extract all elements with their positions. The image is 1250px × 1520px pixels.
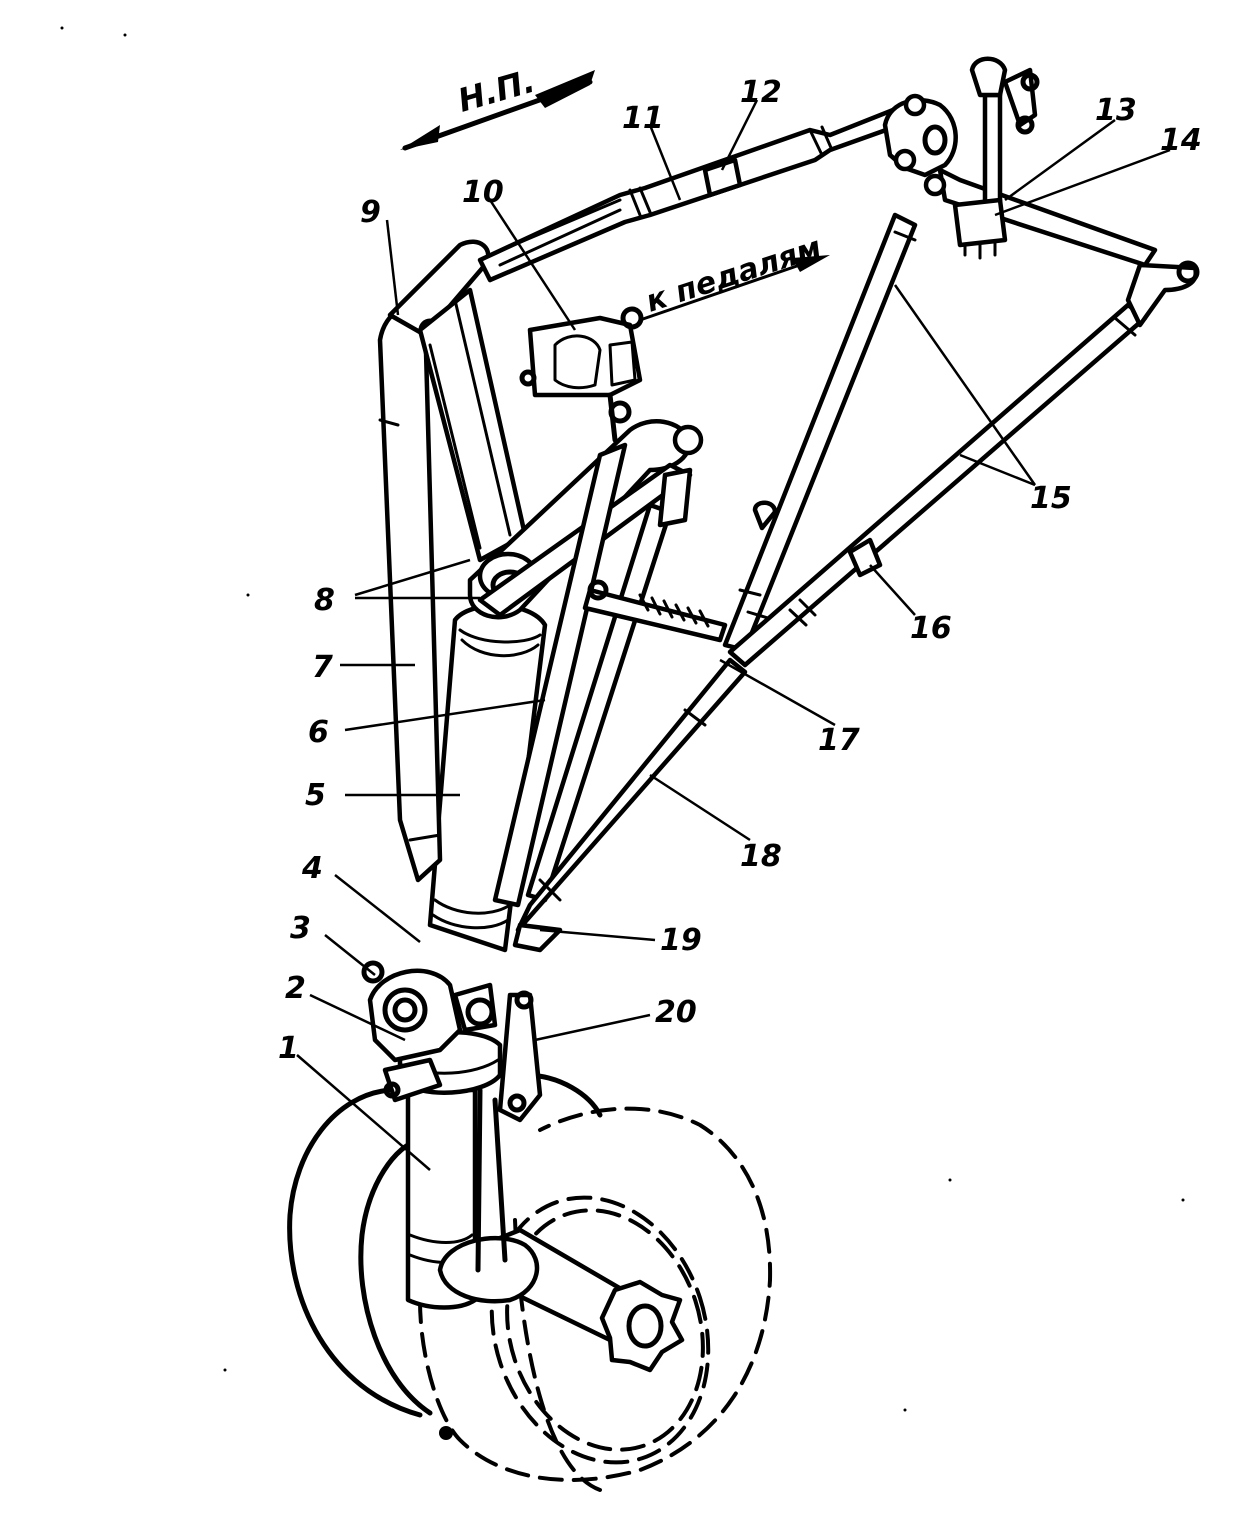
callout-8: 8 [314,583,335,618]
callout-11: 11 [622,101,664,136]
to-pedals-label: к педалям [642,230,826,320]
rod-11 [477,107,903,283]
torque-link [475,990,543,1273]
leader-lines [296,99,1171,1171]
rods-15 [722,212,1200,668]
callout-17: 17 [818,723,860,758]
forward-direction-label: Н.П. [454,62,539,120]
callout-2: 2 [285,971,306,1006]
callout-18: 18 [740,839,782,874]
callout-3: 3 [290,911,311,946]
pedals-arrow [638,255,830,322]
scan-specks [60,26,1185,1412]
callout-19: 19 [660,923,702,958]
callout-5: 5 [305,778,326,813]
forward-arrow [400,70,595,151]
callout-9: 9 [360,195,381,230]
bellcrank [882,93,958,197]
callout-1: 1 [278,1031,299,1066]
callout-13: 13 [1095,93,1137,128]
rear-link-7 [377,239,528,883]
spring-17 [582,579,728,643]
callout-6: 6 [308,715,329,750]
bracket-10 [519,306,644,443]
swivel-collar [361,960,503,1103]
item-13-post [952,56,1040,260]
callout-4: 4 [301,851,323,886]
main-strut [405,603,548,1310]
callout-20: 20 [655,995,697,1030]
callout-14: 14 [1160,123,1202,158]
callout-16: 16 [910,611,952,646]
callout-12: 12 [740,75,782,110]
callout-7: 7 [312,650,333,685]
callout-10: 10 [462,175,504,210]
callout-numbers: 1 2 3 4 5 6 7 8 9 10 11 12 13 14 15 16 1… [278,75,1202,1066]
callout-15: 15 [1030,481,1072,516]
